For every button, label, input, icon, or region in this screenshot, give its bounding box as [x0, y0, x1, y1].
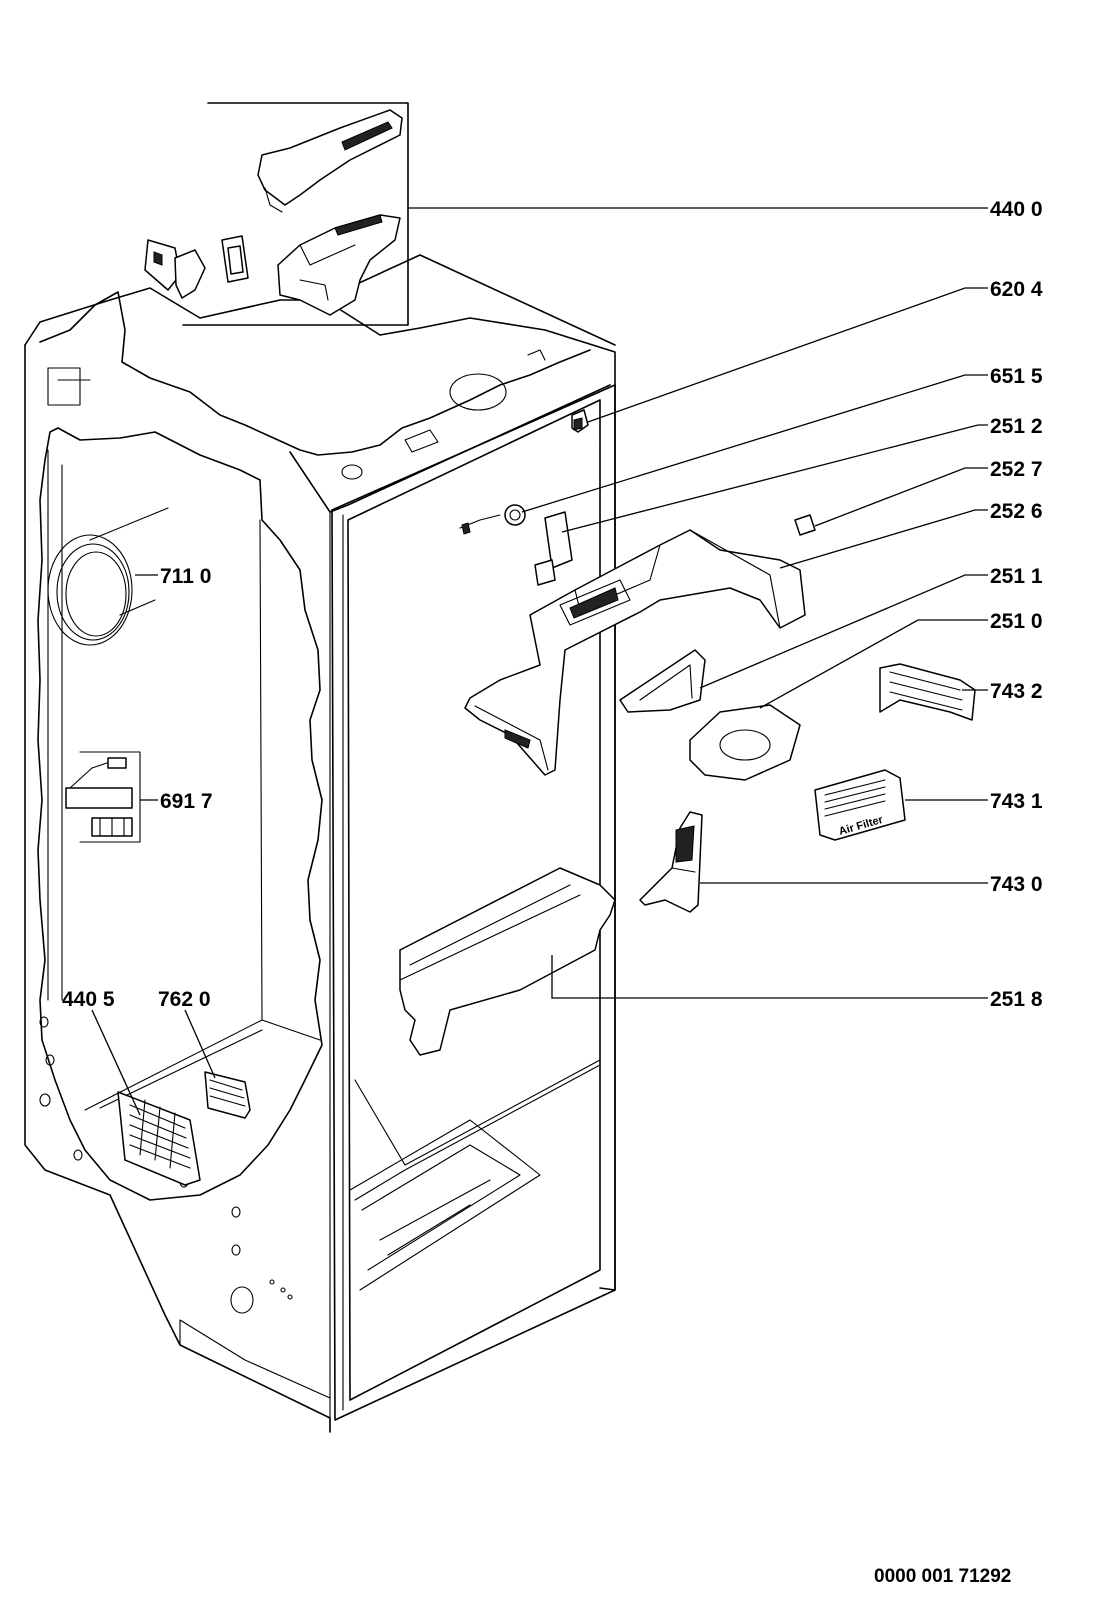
callout-labels: 440 0 620 4 651 5 251 2 252 7 252 6 711 …	[62, 198, 1043, 1587]
callout-743-0: 743 0	[990, 873, 1043, 896]
drawing-number: 0000 001 71292	[874, 1566, 1011, 1587]
callout-743-2: 743 2	[990, 680, 1043, 703]
component-parts: Air Filter	[47, 409, 976, 1186]
callout-651-5: 651 5	[990, 365, 1043, 388]
callout-440-5: 440 5	[62, 988, 115, 1011]
callout-252-6: 252 6	[990, 500, 1043, 523]
callout-251-2: 251 2	[990, 415, 1043, 438]
callout-440-0: 440 0	[990, 198, 1043, 221]
inset-box-440-0	[144, 102, 409, 326]
callout-251-1: 251 1	[990, 565, 1043, 588]
callout-711-0: 711 0	[160, 565, 211, 588]
callout-743-1: 743 1	[990, 790, 1043, 813]
callout-251-0: 251 0	[990, 610, 1043, 633]
leader-lines	[91, 207, 988, 1116]
refrigerator-cabinet	[24, 254, 616, 1433]
callout-691-7: 691 7	[160, 790, 213, 813]
callout-762-0: 762 0	[158, 988, 211, 1011]
callout-620-4: 620 4	[990, 278, 1043, 301]
callout-252-7: 252 7	[990, 458, 1043, 481]
callout-251-8: 251 8	[990, 988, 1043, 1011]
